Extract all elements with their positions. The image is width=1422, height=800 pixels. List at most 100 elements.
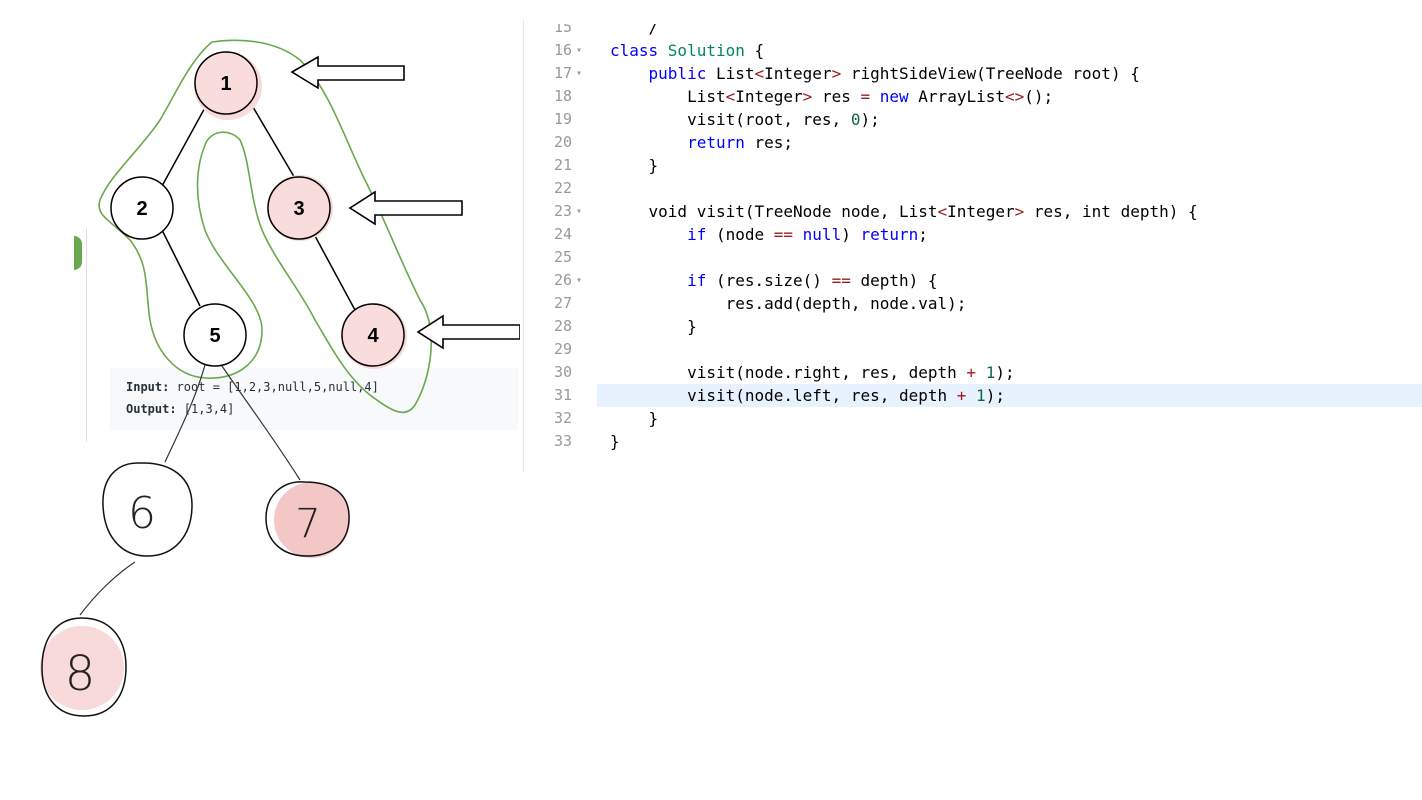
edge-6-8	[79, 561, 136, 616]
code-line-27[interactable]: 27 res.add(depth, node.val);	[530, 292, 1422, 315]
code-token: }	[610, 317, 697, 336]
code-token: }	[610, 432, 620, 451]
code-token: public	[610, 64, 716, 83]
code-editor[interactable]: 15 / 16 ▾ class Solution {17▾ public List<I…	[530, 18, 1422, 478]
node-label: 7	[295, 501, 320, 547]
tree-node-7: 7	[265, 481, 350, 557]
line-number: 24	[553, 225, 572, 243]
code-line-31[interactable]: 31 visit(node.left, res, depth + 1);	[554, 384, 1422, 407]
line-number: 26	[553, 271, 572, 289]
node-label: 4	[367, 325, 379, 347]
code-token: visit(node.left, res, depth	[610, 386, 957, 405]
line-number: 15	[553, 18, 572, 36]
code-token: );	[995, 363, 1015, 382]
code-line-23[interactable]: 23▾ void visit(TreeNode node, List<Integ…	[530, 200, 1422, 223]
code-token: }	[610, 409, 659, 428]
code-token: +	[966, 363, 977, 382]
code-token: depth) {	[850, 271, 938, 290]
tree-node-6: 6	[102, 462, 193, 557]
code-line-22[interactable]: 22	[530, 177, 1422, 200]
code-line-29[interactable]: 29	[530, 338, 1422, 361]
code-line-32[interactable]: 32 }	[530, 407, 1422, 430]
code-token: Integer	[947, 202, 1015, 221]
code-line-28[interactable]: 28 }	[530, 315, 1422, 338]
code-token: >	[831, 64, 842, 83]
tree-node-5: 5	[183, 303, 247, 367]
code-line-26[interactable]: 26 ▾ if (res.size() == depth) {	[530, 269, 1422, 292]
node-label: 3	[293, 198, 304, 220]
edge-1-2	[161, 103, 208, 187]
code-token: );	[985, 386, 1005, 405]
panel-border	[86, 228, 87, 442]
code-token: rightSideView(TreeNode root) {	[841, 64, 1140, 83]
output-label: Output:	[126, 402, 177, 416]
input-value: root = [1,2,3,null,5,null,4]	[169, 380, 379, 394]
code-token: class	[610, 41, 668, 60]
tree-diagram: 1 2 3 5 4 6 7 8	[40, 39, 520, 717]
code-text: res.add(depth, node.val);	[610, 292, 967, 315]
code-line-21[interactable]: 21 }	[530, 154, 1422, 177]
edge-5-7	[221, 365, 301, 481]
code-token: 1	[976, 363, 996, 382]
arrow-level-2	[416, 314, 520, 350]
tree-node-8: 8	[41, 617, 127, 717]
code-text: }	[610, 430, 620, 453]
code-line-18[interactable]: 18 List<Integer> res = new ArrayList<>()…	[530, 85, 1422, 108]
fold-toggle-icon[interactable]: ▾	[576, 68, 583, 79]
code-token: void visit(TreeNode node, List	[610, 202, 938, 221]
code-text: public List<Integer> rightSideView(TreeN…	[610, 62, 1140, 85]
node-label: 2	[136, 198, 147, 220]
code-line-24[interactable]: 24 if (node == null) return;	[530, 223, 1422, 246]
code-token: if	[610, 271, 707, 290]
tree-node-1: 1	[194, 51, 258, 115]
code-token: Solution	[667, 41, 755, 60]
line-number: 27	[553, 294, 572, 312]
node-label: 6	[128, 488, 156, 539]
panel-collapse-tab[interactable]	[74, 236, 82, 270]
code-token: {	[754, 41, 765, 60]
tree-node-4: 4	[341, 303, 405, 367]
code-line-15[interactable]: 15 /	[530, 18, 1422, 39]
code-token: (node	[706, 225, 774, 244]
fold-toggle-icon[interactable]: ▾	[576, 275, 583, 286]
annotation-outline	[98, 39, 432, 414]
code-line-25[interactable]: 25	[530, 246, 1422, 269]
code-line-19[interactable]: 19 visit(root, res, 0);	[530, 108, 1422, 131]
edge-3-4	[314, 235, 356, 311]
fold-toggle-icon[interactable]: ▾	[576, 45, 583, 56]
pane-divider[interactable]	[523, 20, 524, 472]
code-text: if (node == null) return;	[610, 223, 928, 246]
line-number: 19	[553, 110, 572, 128]
code-text: /	[610, 18, 659, 39]
code-text: if (res.size() == depth) {	[610, 269, 938, 292]
code-line-20[interactable]: 20 return res;	[530, 131, 1422, 154]
code-line-30[interactable]: 30 visit(node.right, res, depth + 1);	[530, 361, 1422, 384]
code-token: if	[610, 225, 707, 244]
line-number: 16	[553, 41, 572, 59]
code-token: =	[860, 87, 871, 106]
code-line-17[interactable]: 17▾ public List<Integer> rightSideView(T…	[530, 62, 1422, 85]
code-token: res;	[744, 133, 794, 152]
code-token: ArrayList	[908, 87, 1005, 106]
fold-toggle-icon[interactable]: ▾	[576, 206, 583, 217]
code-token: Integer	[735, 87, 803, 106]
line-number: 18	[553, 87, 572, 105]
code-token: )	[841, 225, 861, 244]
code-text: }	[610, 407, 659, 430]
code-line-16[interactable]: 16 ▾ class Solution {	[530, 39, 1422, 62]
code-text: visit(node.left, res, depth + 1);	[610, 384, 1005, 407]
line-number: 20	[553, 133, 572, 151]
line-number: 30	[553, 363, 572, 381]
code-token: ;	[918, 225, 928, 244]
code-line-33[interactable]: 33}	[530, 430, 1422, 453]
code-token: /	[610, 18, 659, 37]
code-token: 1	[966, 386, 986, 405]
edge-5-6	[164, 364, 206, 463]
code-token: Integer	[764, 64, 832, 83]
code-token: <	[937, 202, 948, 221]
line-number: 32	[553, 409, 572, 427]
code-token: <	[725, 87, 736, 106]
tree-node-2: 2	[110, 176, 174, 240]
code-token: visit(root, res,	[610, 110, 851, 129]
line-number: 31	[553, 386, 572, 404]
